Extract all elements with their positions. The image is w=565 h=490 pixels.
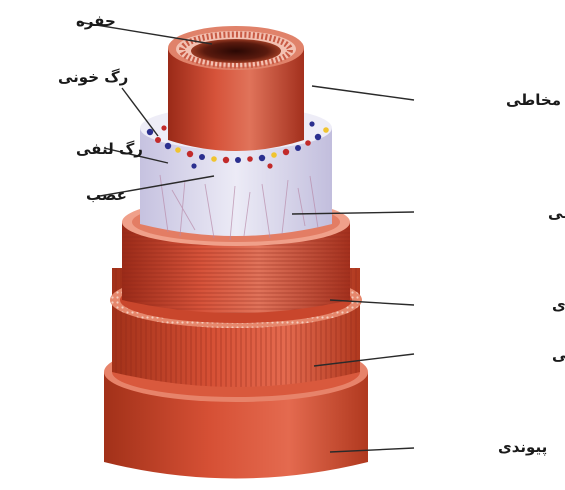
label-mucosa: مخاطی xyxy=(506,91,561,109)
label-blood-vessel: رگ خونی xyxy=(58,68,128,86)
label-longitudinal-muscle: ماهیچه طولی xyxy=(552,346,565,365)
label-circular-muscle: ماهیچه حلقوی xyxy=(552,296,565,315)
label-connective: پیوندی xyxy=(498,438,547,457)
mucosa-layer xyxy=(168,26,304,151)
label-lumen: حفره xyxy=(76,12,116,30)
label-nerve: عصب xyxy=(86,186,127,204)
label-submucosa: زیرمخاطی xyxy=(548,204,565,222)
leader-mucosa xyxy=(312,86,414,100)
label-lymph-vessel: رگ لنفی xyxy=(76,140,143,158)
